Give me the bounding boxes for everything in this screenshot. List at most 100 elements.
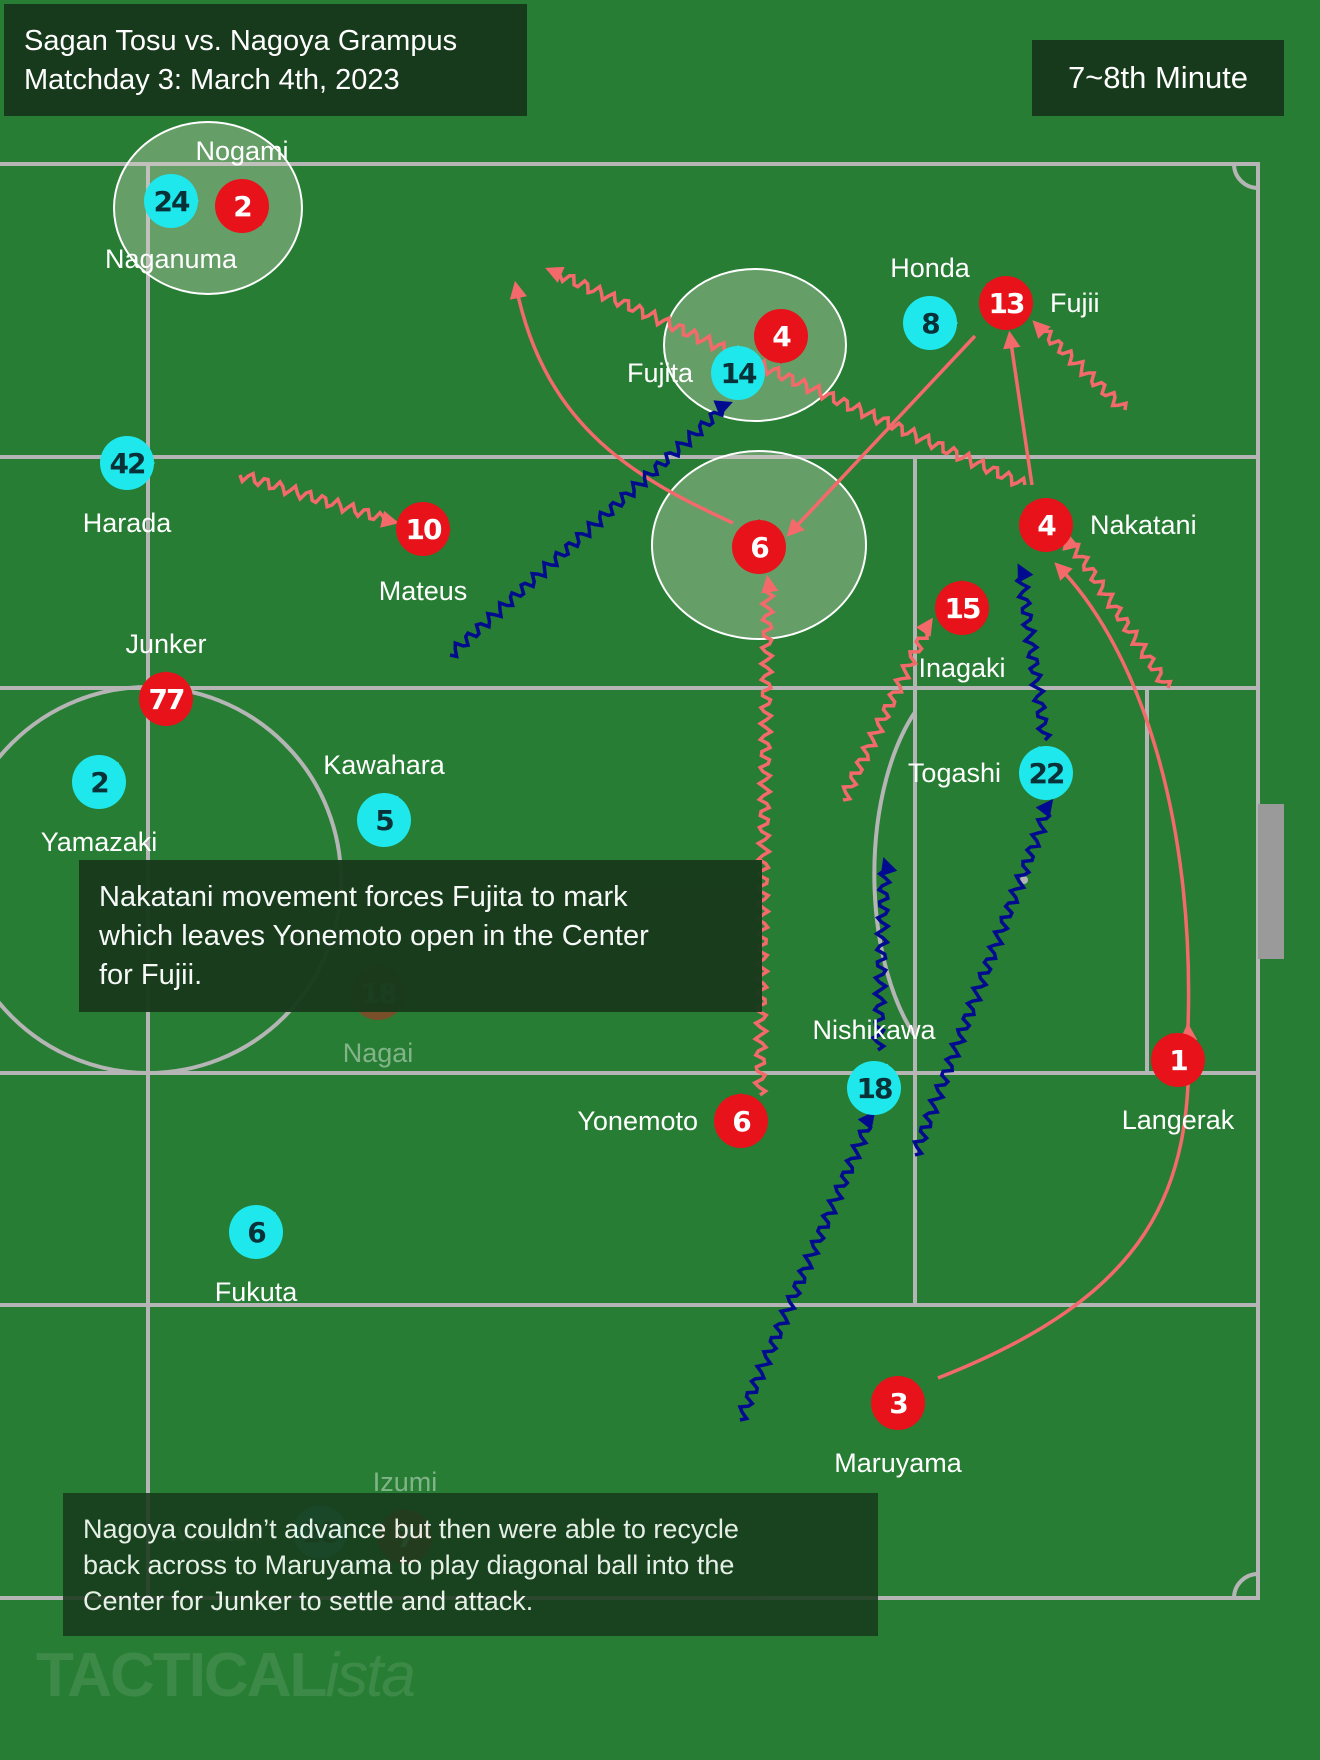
note-2-line-3: Center for Junker to settle and attack. (83, 1586, 534, 1616)
player-name: Izumi (373, 1467, 438, 1497)
player-number: 2 (90, 766, 108, 799)
player-token (732, 520, 786, 574)
player-number: 6 (732, 1105, 750, 1138)
player-name: Maruyama (834, 1448, 963, 1478)
player-name: Harada (83, 508, 173, 538)
player-number: 18 (857, 1072, 892, 1105)
player-name: Fujita (627, 358, 694, 388)
player-token (1151, 1033, 1205, 1087)
player-number: 42 (110, 447, 145, 480)
run-arrow-6-curve (509, 280, 734, 525)
annotation-note-2: Nagoya couldn’t advance but then were ab… (63, 1493, 878, 1636)
player-number: 24 (154, 185, 190, 218)
watermark-bold: TACTICAL (36, 1641, 327, 1710)
player-token (711, 346, 765, 400)
match-title-box: Sagan Tosu vs. Nagoya Grampus Matchday 3… (4, 4, 527, 116)
note-2-line-1: Nagoya couldn’t advance but then were ab… (83, 1514, 739, 1544)
player-token (144, 174, 198, 228)
player-name: Fukuta (215, 1277, 299, 1307)
player-name: Honda (890, 253, 971, 283)
player-name: Naganuma (105, 244, 238, 274)
player-number: 5 (375, 804, 393, 837)
pass-arrow-3-to-1 (937, 1022, 1198, 1380)
wavy-run-yonemoto (751, 574, 779, 1097)
match-title: Sagan Tosu vs. Nagoya Grampus (24, 25, 458, 57)
player-junker: 77 Junker (125, 629, 207, 726)
player-name: Junker (125, 629, 206, 659)
minute-badge: 7~8th Minute (1032, 40, 1284, 116)
player-name: Nagai (343, 1038, 414, 1068)
annotation-note-1: Nakatani movement forces Fujita to mark … (79, 860, 762, 1012)
player-number: 22 (1029, 757, 1064, 790)
player-nogami: 2 Nogami (195, 136, 289, 233)
watermark-logo: TACTICALista (36, 1640, 416, 1711)
dribble-arrow-bottom-to-nishikawa (737, 1110, 876, 1422)
player-token (754, 309, 808, 363)
watermark-light: ista (325, 1641, 415, 1710)
player-number: 1 (1169, 1044, 1187, 1077)
penalty-spot (1020, 876, 1028, 884)
note-1-line-1: Nakatani movement forces Fujita to mark (99, 881, 628, 913)
player-name: Togashi (908, 758, 1001, 788)
player-name: Nishikawa (812, 1015, 936, 1045)
note-1-line-2: which leaves Yonemoto open in the Center (99, 920, 649, 952)
dribble-arrows (449, 400, 1054, 1422)
zone-ellipse-top-left (113, 121, 303, 295)
player-number: 15 (945, 592, 980, 625)
player-number: 6 (247, 1216, 265, 1249)
player-fujita: 14 Fujita (627, 345, 765, 400)
wavy-run-harada-to-mateus (238, 471, 400, 528)
dribble-arrow-center-up (449, 400, 733, 659)
goal (1258, 804, 1284, 959)
player-token (72, 755, 126, 809)
player-number: 4 (772, 320, 791, 353)
player-token (357, 793, 411, 847)
player-token (1019, 746, 1073, 800)
player-token (847, 1061, 901, 1115)
penalty-arc (872, 710, 917, 1038)
player-togashi: 22 Togashi (908, 746, 1073, 800)
corner-arc-top (1232, 163, 1259, 190)
corner-arc-bottom (1232, 1572, 1259, 1599)
player-token (100, 436, 154, 490)
zone-ellipse-fujita (663, 268, 847, 422)
wavy-run-nakatani-long (545, 266, 1027, 488)
player-number: 3 (889, 1387, 907, 1420)
player-name: Fujii (1050, 288, 1100, 318)
run-arrow-4-to-13 (1003, 330, 1034, 486)
dribble-arrow-nishikawa-up (870, 857, 898, 1052)
player-token (935, 581, 989, 635)
player-red-4: 4 (754, 309, 808, 364)
match-subtitle: Matchday 3: March 4th, 2023 (24, 64, 400, 96)
wavy-run-nakatani-back (1062, 531, 1173, 689)
wavy-run-to-inagaki (841, 617, 933, 802)
player-token (871, 1376, 925, 1430)
player-token (215, 179, 269, 233)
player-number: 77 (149, 683, 184, 716)
player-number: 14 (721, 357, 757, 390)
player-nishikawa: 18 Nishikawa (812, 1015, 937, 1115)
player-number: 10 (406, 513, 442, 546)
dribble-arrow-togashi-up (1014, 563, 1053, 742)
player-name: Nogami (195, 136, 288, 166)
player-name: Inagaki (918, 653, 1005, 683)
player-name: Langerak (1122, 1105, 1235, 1135)
player-number: 2 (233, 190, 251, 223)
player-name: Mateus (379, 576, 468, 606)
note-1-line-3: for Fujii. (99, 959, 203, 991)
player-token (714, 1094, 768, 1148)
wavy-run-fujii-approach (1032, 320, 1128, 411)
